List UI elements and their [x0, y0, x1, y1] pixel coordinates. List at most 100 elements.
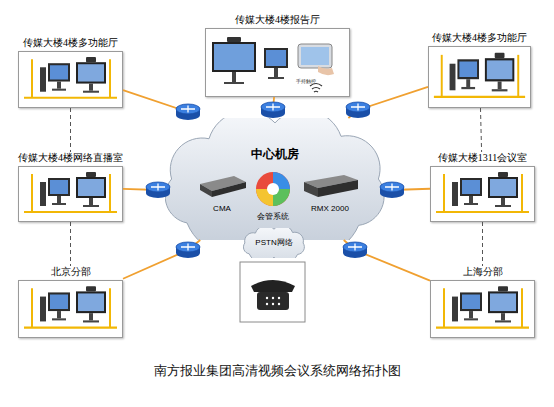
phone-box [240, 262, 305, 322]
cloud-shape [165, 118, 385, 240]
cloud-outline [243, 228, 304, 258]
disc-segment [273, 172, 290, 189]
site-node: 传媒大楼4楼报告厅 [205, 14, 350, 97]
phone-key [272, 303, 274, 305]
phone-key [266, 303, 268, 305]
site-frame [18, 51, 123, 108]
network-link [123, 189, 165, 190]
site-node: 传媒大楼4楼多功能厅 [428, 32, 531, 108]
device-front [318, 180, 358, 197]
tv-screen [214, 44, 254, 70]
cloud-label: 中心机房 [165, 148, 385, 160]
site-heading: 北京分部 [18, 266, 123, 278]
network-link [123, 90, 196, 118]
disc-hub [267, 183, 279, 195]
phone-handset [251, 280, 295, 292]
site-frame [205, 28, 350, 97]
network-link [123, 240, 200, 279]
cloud-label: PSTN网络 [243, 237, 305, 249]
site-frame [18, 166, 123, 222]
dev-node: RMX 2000 [298, 172, 362, 214]
site-frame [430, 166, 535, 222]
dev-node: 会管系统 [248, 168, 298, 222]
router-symbol [346, 102, 370, 118]
site-node: 传媒大楼4楼网络直播室 [18, 152, 123, 222]
phone-key [278, 303, 280, 305]
camera [227, 37, 241, 42]
phone-key [278, 297, 280, 299]
site-heading: 传媒大楼4楼多功能厅 [428, 32, 531, 44]
pc-monitor [264, 48, 288, 68]
hall-equipment [212, 37, 334, 92]
tv-monitor [212, 42, 256, 72]
cloud-outline [165, 118, 384, 240]
cloud2-node: PSTN网络 [243, 228, 305, 258]
site-equipment [24, 286, 117, 327]
device-front [212, 182, 246, 197]
tablet [298, 44, 332, 68]
phone-frame [240, 262, 305, 322]
site-frame [430, 280, 535, 338]
dev-node: CMA [196, 172, 248, 214]
router-symbol [176, 104, 200, 120]
device-top [304, 175, 358, 188]
router-symbol [380, 182, 404, 198]
tv-stand [232, 72, 236, 82]
disc-segment [256, 189, 273, 206]
network-link [344, 240, 430, 281]
pc-base [268, 77, 284, 79]
dashed-link [480, 108, 481, 152]
site-equipment [24, 57, 117, 98]
router-symbol [146, 182, 170, 198]
network-link [348, 87, 428, 118]
tablet-screen [301, 47, 329, 65]
site-heading: 传媒大楼4楼多功能厅 [18, 37, 123, 49]
router-symbol [176, 242, 200, 258]
cloud-node: 中心机房 CMA会管系统RMX 2000 [165, 118, 385, 240]
site-node: 传媒大楼1311会议室 [430, 152, 535, 222]
site-frame [428, 46, 531, 108]
device-top [200, 176, 246, 191]
site-heading: 传媒大楼4楼网络直播室 [18, 152, 123, 164]
site-node: 传媒大楼4楼多功能厅 [18, 37, 123, 108]
wifi-symbol [310, 84, 322, 93]
cma-device [200, 176, 246, 197]
device-label: RMX 2000 [298, 203, 362, 215]
diagram-title: 南方报业集团高清视频会议系统网络拓扑图 [0, 362, 554, 380]
network-link [273, 97, 274, 118]
hand [318, 66, 334, 75]
phone-key [266, 297, 268, 299]
dashed-link [70, 222, 71, 266]
network-link [385, 189, 430, 190]
site-frame [18, 280, 123, 338]
phone-key [272, 297, 274, 299]
site-equipment [436, 172, 529, 212]
site-equipment [436, 286, 529, 327]
phone-body [257, 292, 289, 310]
site-heading: 传媒大楼1311会议室 [430, 152, 535, 164]
site-heading: 传媒大楼4楼报告厅 [205, 14, 350, 26]
site-heading: 上海分部 [430, 266, 535, 278]
pc-screen [266, 50, 286, 66]
device-label: 会管系统 [248, 211, 298, 223]
site-node: 上海分部 [430, 266, 535, 338]
disc [256, 172, 290, 206]
dashed-link [70, 108, 71, 152]
router-symbol [261, 102, 285, 118]
site-equipment [434, 53, 525, 97]
pc-stand [274, 68, 278, 77]
device-side [304, 182, 318, 197]
device-side [200, 184, 212, 197]
dashed-link [482, 222, 483, 266]
site-equipment [24, 172, 117, 212]
site-node: 北京分部 [18, 266, 123, 338]
tv-base [224, 82, 244, 84]
router-symbol [343, 242, 367, 258]
note-label: 手持触控 [296, 78, 316, 84]
rmx-device [304, 175, 358, 197]
disc-segment [273, 189, 290, 206]
